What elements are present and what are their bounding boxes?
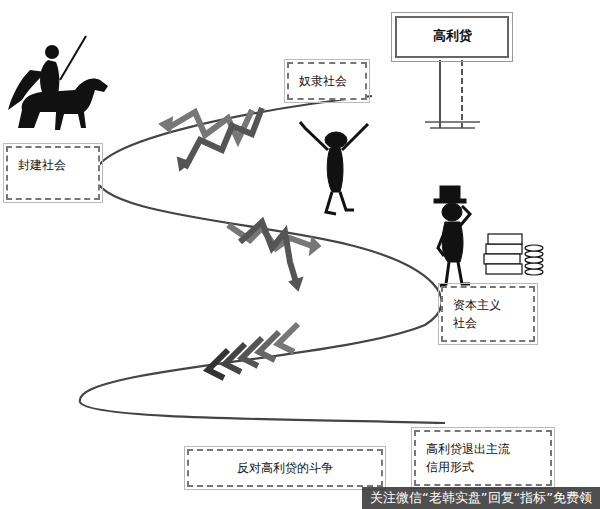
node-text: 奴隶社会 [299, 72, 355, 90]
stage-box: 奴隶社会 [287, 62, 367, 100]
node-text: 资本主义社会 [453, 296, 505, 332]
node-text: 封建社会 [18, 156, 88, 174]
watermark: 关注微信“老韩实盘”回复“指标”免费领 [362, 487, 600, 509]
history-curve [80, 96, 445, 423]
knight-on-horse [8, 36, 108, 130]
node-text: 高利贷退出主流信用形式 [426, 440, 512, 476]
stage-box: 封建社会 [6, 146, 100, 200]
sign-board: 高利贷 [395, 16, 509, 58]
chevron-arrows [208, 324, 298, 378]
node-text: 反对高利贷的斗争 [199, 459, 371, 477]
money-stacks [484, 234, 543, 275]
slave-figure [300, 122, 368, 214]
sign-post [425, 60, 480, 128]
stage-box: 资本主义社会 [441, 286, 535, 342]
zigzag-arrow [160, 108, 262, 170]
stage-box: 反对高利贷的斗争 [187, 449, 383, 487]
zigzag-arrow [228, 222, 320, 290]
stage-box: 高利贷退出主流信用形式 [414, 430, 552, 486]
node-text: 高利贷 [407, 26, 497, 46]
capitalist-figure [434, 186, 470, 286]
